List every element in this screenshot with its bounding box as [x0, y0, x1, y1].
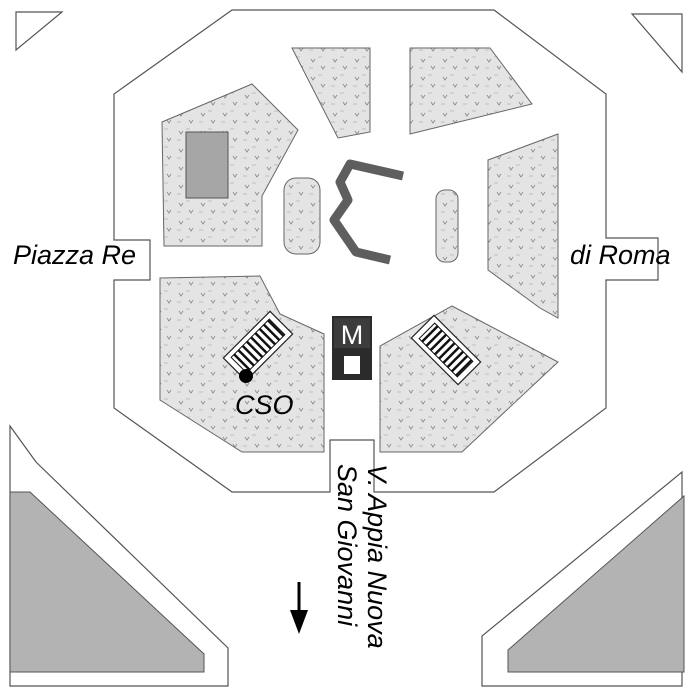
label-point: CSO — [235, 390, 294, 420]
garden-n-left — [291, 47, 371, 139]
fountain-right — [435, 189, 459, 263]
corner-triangle-nw — [15, 11, 64, 52]
label-west: Piazza Re — [13, 240, 136, 270]
corner-triangle-ne — [630, 13, 683, 74]
fountain-left — [283, 177, 321, 255]
garden-nw — [161, 83, 299, 247]
label-east: di Roma — [570, 240, 671, 270]
arrow-down-icon — [290, 582, 308, 634]
stairs-icon — [222, 310, 294, 382]
garden-e — [487, 133, 559, 319]
corner-fill-se — [507, 494, 685, 673]
label-street-line1: V. Appia Nuova — [362, 464, 392, 649]
metro-station-icon: M — [332, 316, 372, 380]
label-street-line2: San Giovanni — [332, 464, 362, 627]
location-dot-icon — [239, 369, 253, 383]
stairs-icon — [410, 314, 482, 386]
monument — [329, 159, 404, 265]
building — [185, 131, 229, 199]
garden-n-right — [409, 47, 533, 135]
corner-fill-sw — [9, 491, 205, 673]
metro-letter: M — [341, 320, 364, 350]
